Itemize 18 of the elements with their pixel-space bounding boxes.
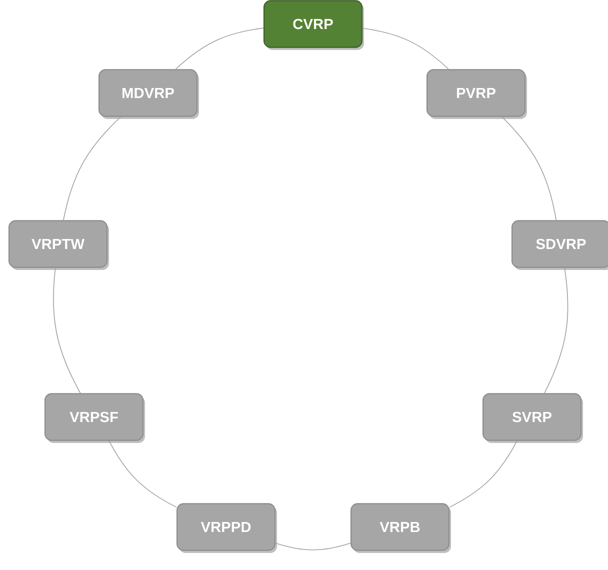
connector-arc: [63, 116, 122, 221]
process-box: VRPB: [350, 503, 450, 551]
connector-arc: [449, 440, 518, 508]
process-box: VRPPD: [176, 503, 276, 551]
process-box: MDVRP: [98, 69, 198, 117]
process-box: VRPTW: [8, 220, 108, 268]
process-box: CVRP: [263, 0, 363, 48]
connector-arc: [275, 542, 351, 550]
process-box: PVRP: [426, 69, 526, 117]
connector-arc: [175, 28, 264, 70]
connector-arc: [502, 116, 557, 221]
connector-arc: [362, 28, 449, 70]
connector-arc: [544, 267, 568, 394]
process-box: SDVRP: [511, 220, 608, 268]
process-box: VRPSF: [44, 393, 144, 441]
connector-arc: [53, 267, 81, 394]
process-box: SVRP: [482, 393, 582, 441]
connector-arc: [108, 440, 177, 508]
